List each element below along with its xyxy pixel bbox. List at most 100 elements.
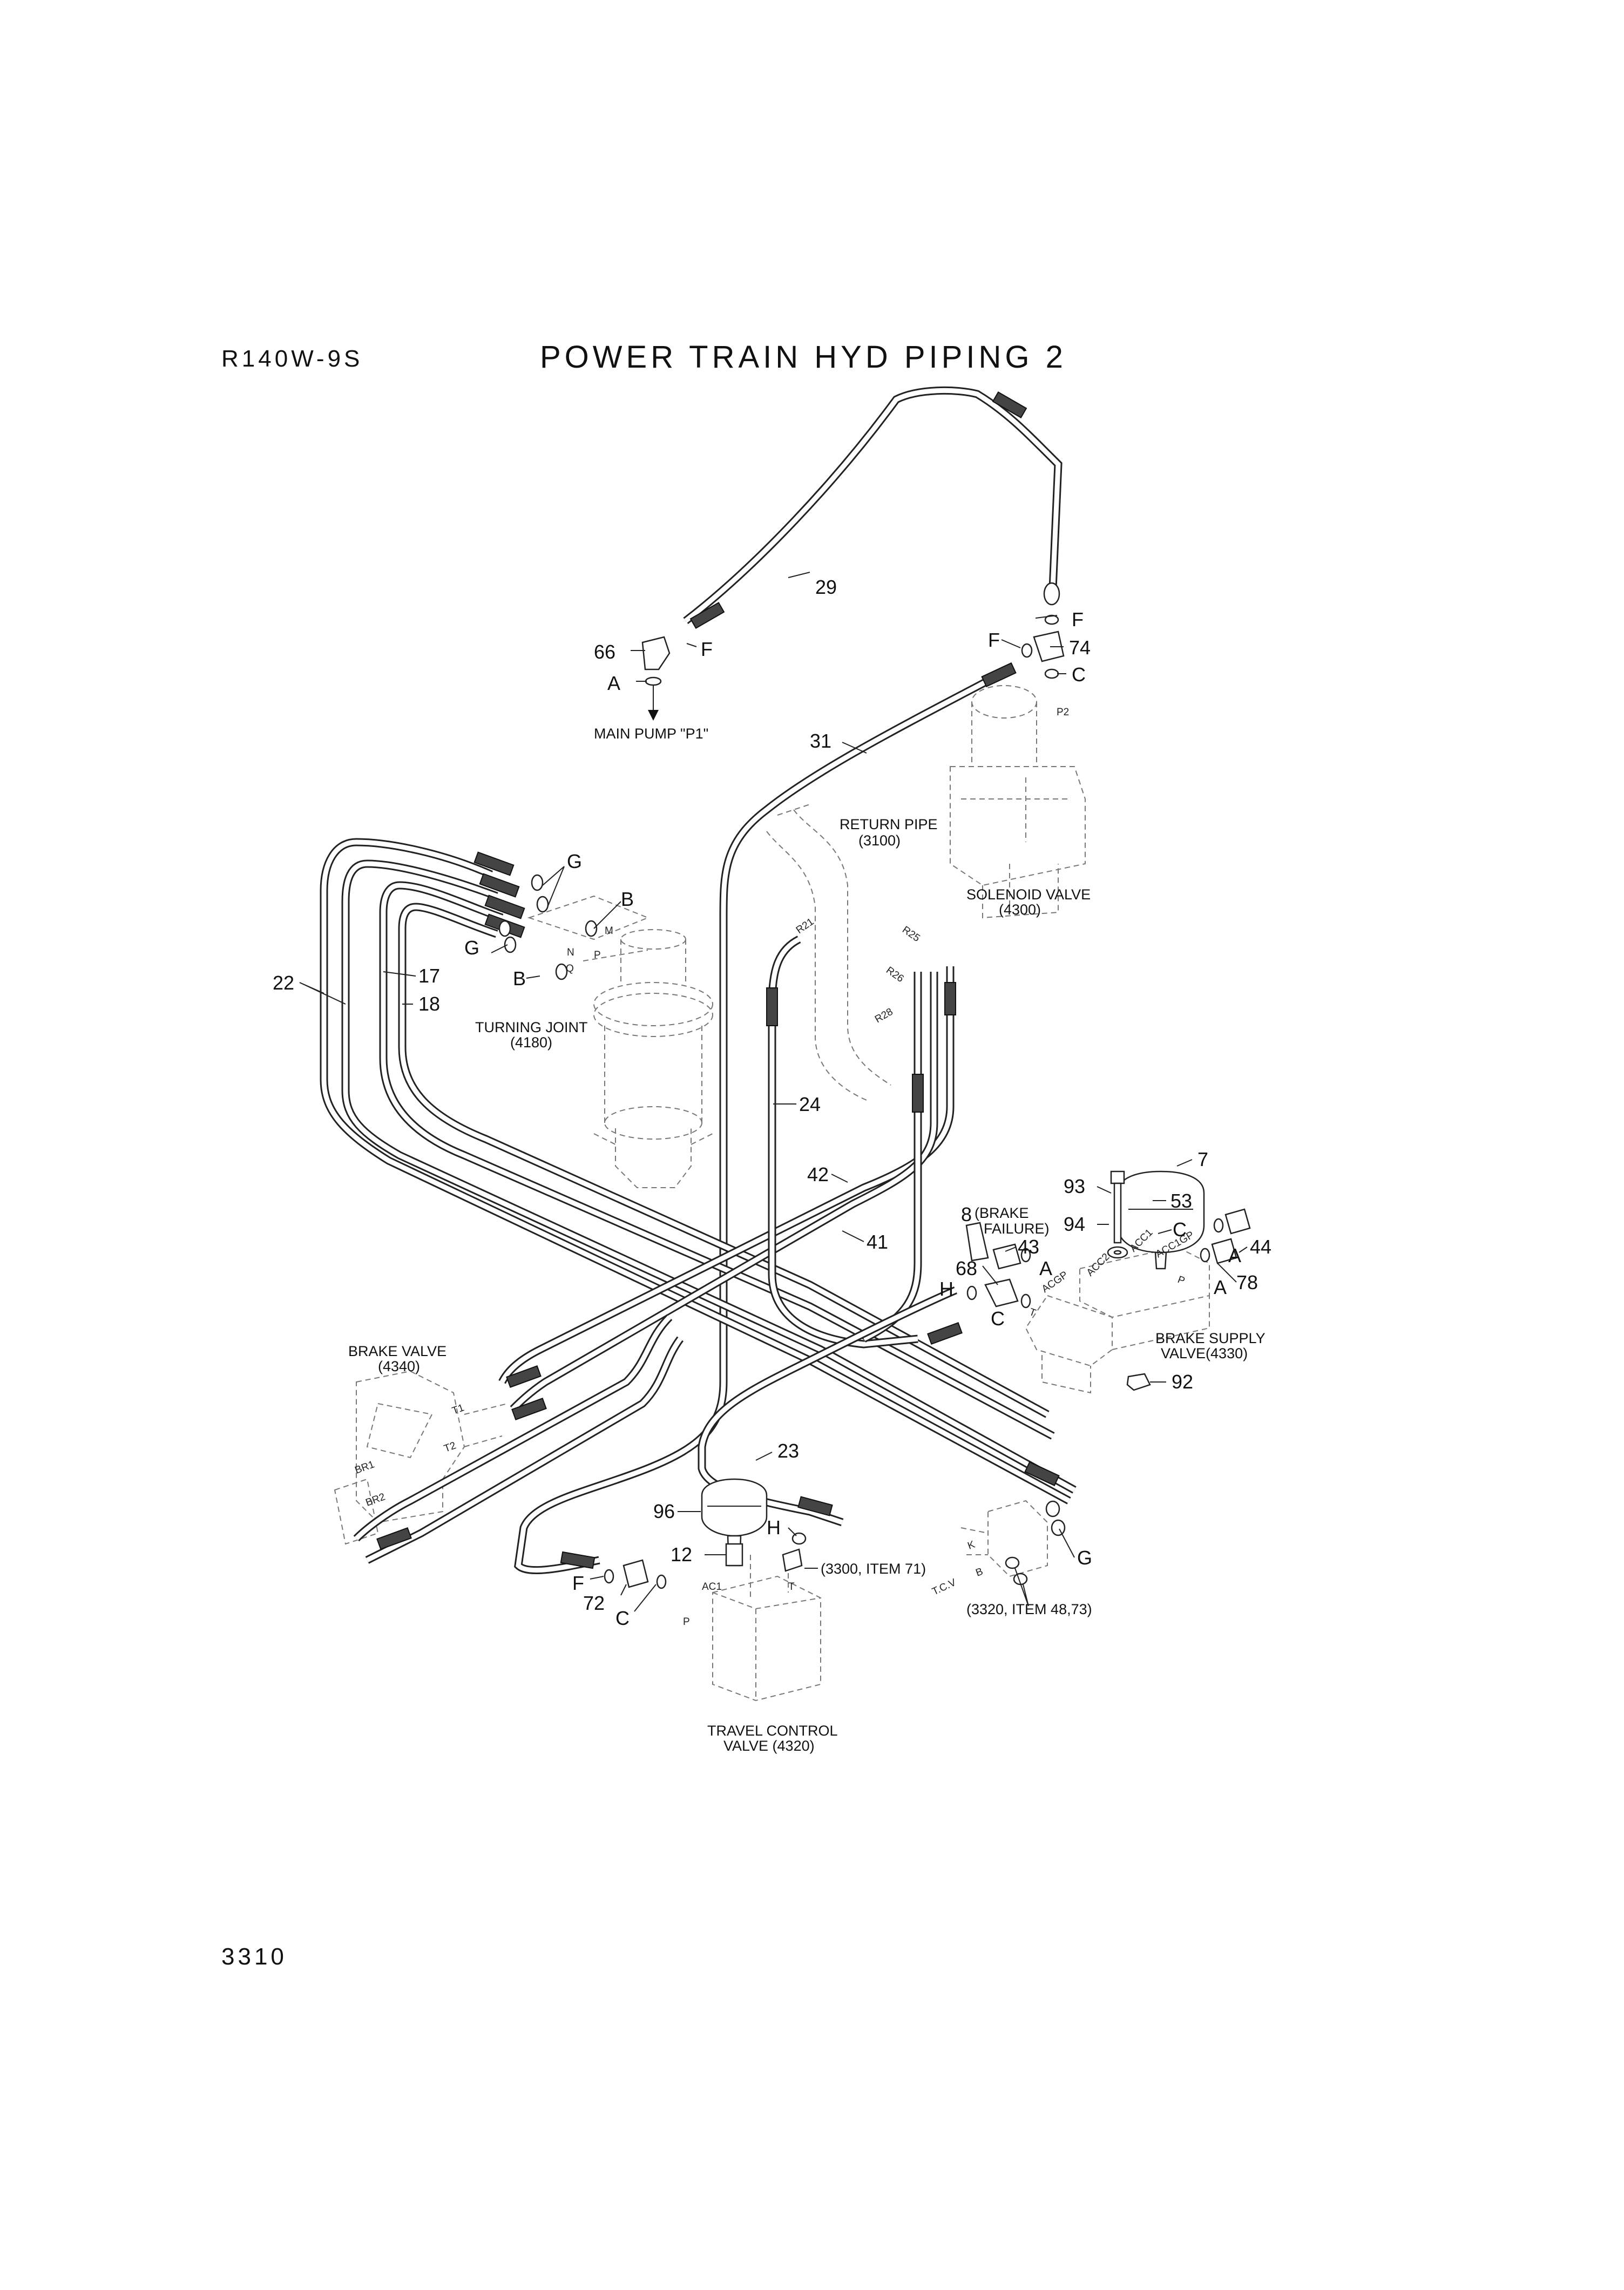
hose-41-42: [498, 966, 955, 1412]
label-93: 93: [1064, 1175, 1085, 1197]
turning-joint-ref: (4180): [510, 1034, 552, 1051]
label-A-43: A: [1039, 1257, 1052, 1279]
port-P-tj: P: [594, 950, 601, 961]
label-53: 53: [1170, 1190, 1192, 1212]
item-3300-label: (3300, ITEM 71): [821, 1561, 926, 1577]
fitting-H-travel: [782, 1532, 807, 1572]
label-66: 66: [594, 641, 615, 663]
label-41: 41: [867, 1231, 888, 1253]
label-7: 7: [1197, 1148, 1208, 1170]
port-R21: R21: [794, 916, 816, 936]
accumulator-7: [1116, 1170, 1205, 1270]
label-92: 92: [1172, 1371, 1193, 1393]
travel-control-valve-label-2: VALVE (4320): [723, 1738, 815, 1754]
label-68: 68: [956, 1257, 977, 1279]
port-P-tcv: P: [683, 1616, 690, 1628]
port-ACC2: ACC2: [1085, 1251, 1112, 1279]
fitting-43: [992, 1243, 1031, 1270]
label-18: 18: [418, 993, 440, 1015]
brake-supply-valve-label-2: VALVE(4330): [1161, 1345, 1248, 1361]
label-C-53: C: [1173, 1218, 1187, 1241]
label-A-44: A: [1228, 1244, 1241, 1266]
travel-control-valve-outline: [712, 1555, 821, 1702]
turning-joint-label: TURNING JOINT: [475, 1019, 588, 1035]
label-22: 22: [273, 972, 294, 994]
hose-17-18: [379, 881, 1055, 1440]
nut-92: [1126, 1373, 1151, 1391]
return-pipe-outline: [766, 804, 891, 1102]
label-A-pump: A: [607, 672, 620, 694]
main-pump-label: MAIN PUMP "P1": [594, 726, 708, 742]
page-title: POWER TRAIN HYD PIPING 2: [540, 340, 1067, 375]
travel-control-valve-label-1: TRAVEL CONTROL: [707, 1723, 838, 1739]
hose-31: [514, 666, 1012, 1575]
brake-failure-label-2: FAILURE): [984, 1221, 1050, 1237]
label-G-3320: G: [1077, 1547, 1092, 1569]
label-78: 78: [1236, 1271, 1258, 1293]
label-C-72: C: [615, 1607, 630, 1629]
port-AC1: AC1: [702, 1581, 722, 1593]
label-43: 43: [1018, 1236, 1039, 1258]
solenoid-valve-outline: [950, 685, 1086, 919]
port-BR2: BR2: [364, 1491, 387, 1508]
port-K: K: [966, 1539, 977, 1552]
elbow-68: [966, 1278, 1031, 1309]
port-P2: P2: [1057, 707, 1069, 718]
brake-failure-label-1: (BRAKE: [975, 1205, 1029, 1221]
elbow-66: [641, 636, 671, 721]
port-R28: R28: [873, 1006, 895, 1026]
label-F-72: F: [572, 1572, 584, 1594]
fittings-G-turning: [498, 874, 598, 980]
port-P-bsv: P: [1176, 1274, 1186, 1287]
label-17: 17: [418, 965, 440, 987]
label-A-78: A: [1214, 1276, 1227, 1298]
label-31: 31: [810, 730, 831, 752]
label-C-68: C: [991, 1307, 1005, 1330]
port-R26: R26: [884, 965, 906, 985]
solenoid-valve-ref: (4300): [999, 902, 1041, 918]
return-pipe-label: RETURN PIPE: [840, 816, 938, 832]
hose-lower-brake: [353, 1314, 684, 1564]
fitting-12: [725, 1543, 743, 1567]
label-29: 29: [815, 576, 837, 598]
port-B-tcv: B: [975, 1566, 985, 1579]
label-C-tee: C: [1072, 663, 1086, 686]
port-M: M: [605, 925, 613, 937]
label-H-travel: H: [767, 1516, 781, 1539]
tee-72: [604, 1559, 667, 1589]
bolt-93: [1107, 1170, 1128, 1259]
hose-fittings: [376, 391, 1060, 1569]
port-TCV: T.C.V: [930, 1577, 958, 1598]
port-BR1: BR1: [354, 1459, 376, 1476]
part-labels: 29 66 F A MAIN PUMP "P1" F F 74 C P2 31 …: [273, 576, 1271, 1754]
hose-22: [320, 838, 1077, 1505]
label-94: 94: [1064, 1213, 1085, 1235]
label-G-lower: G: [464, 937, 479, 959]
port-R25: R25: [900, 924, 922, 944]
label-8: 8: [961, 1203, 972, 1225]
solenoid-valve-label: SOLENOID VALVE: [966, 886, 1091, 903]
label-96: 96: [653, 1500, 675, 1522]
switch-8: [965, 1222, 989, 1262]
tee-74: [1021, 582, 1065, 679]
page-number: 3310: [221, 1943, 287, 1970]
port-Q: Q: [566, 963, 574, 974]
label-B-upper: B: [621, 888, 634, 910]
label-12: 12: [671, 1543, 692, 1566]
hose-24: [768, 936, 922, 1349]
label-44: 44: [1250, 1236, 1271, 1258]
model-code: R140W-9S: [221, 345, 363, 372]
label-F-66: F: [701, 638, 713, 660]
label-42: 42: [807, 1163, 829, 1185]
brake-valve-label: BRAKE VALVE: [348, 1343, 446, 1359]
label-F-tee: F: [988, 629, 1000, 651]
item-3320-label: (3320, ITEM 48,73): [966, 1601, 1092, 1617]
brake-supply-valve-outline: [1025, 1246, 1210, 1394]
label-74: 74: [1069, 636, 1091, 659]
turning-joint-outline: [527, 895, 713, 1188]
return-pipe-ref: (3100): [858, 832, 901, 849]
label-H-68: H: [939, 1278, 953, 1300]
tcv-block-outline: [960, 1500, 1048, 1577]
leader-lines: [299, 572, 1248, 1612]
